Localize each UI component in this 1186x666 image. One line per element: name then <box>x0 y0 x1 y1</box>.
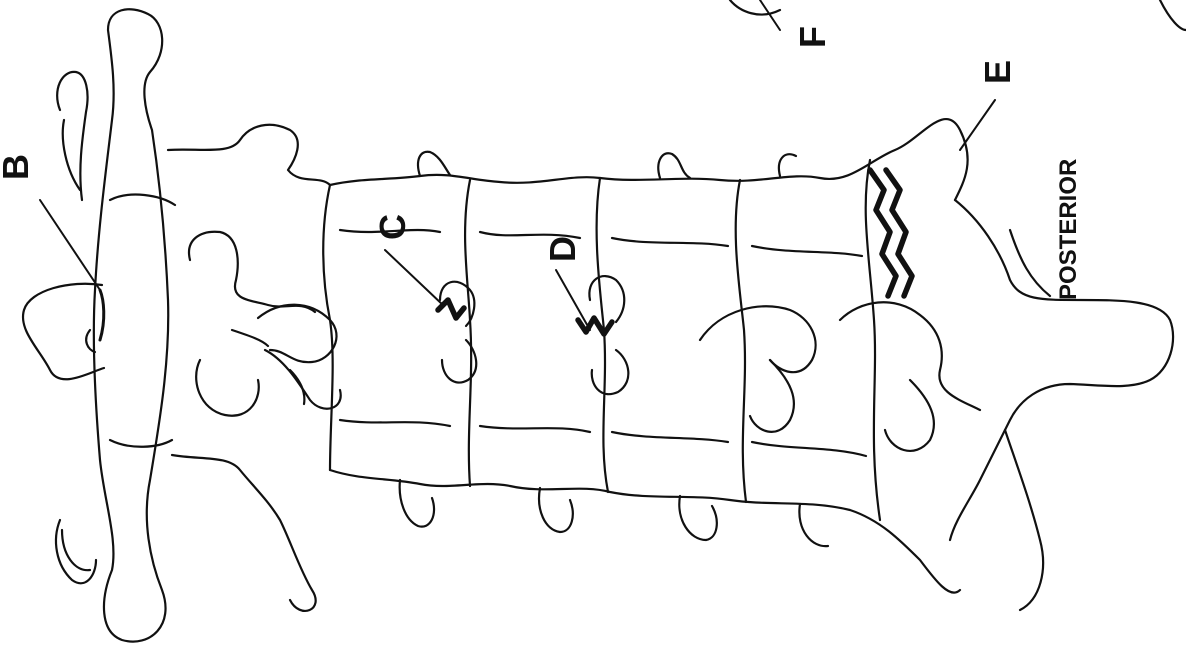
fracture-lines <box>98 167 915 342</box>
fracture-d <box>575 315 615 337</box>
fracture-b <box>98 288 106 342</box>
fracture-e-2 <box>883 167 915 299</box>
label-e: E <box>977 60 1018 84</box>
label-c: C <box>372 214 413 240</box>
partial-shape-f <box>728 0 782 16</box>
leader-f <box>759 0 781 31</box>
label-posterior: POSTERIOR <box>1055 159 1082 300</box>
leader-c <box>384 249 445 307</box>
label-d: D <box>542 236 583 262</box>
label-b: B <box>0 154 36 180</box>
leader-b <box>39 199 101 291</box>
axis-vertebra <box>166 123 342 612</box>
leader-e <box>959 99 996 151</box>
vertebral-column <box>322 117 969 594</box>
leader-d <box>555 269 591 331</box>
label-f: F <box>792 26 833 48</box>
labels: B C D E F POSTERIOR <box>0 26 1082 300</box>
fracture-e <box>867 167 899 299</box>
spinous-processes <box>438 198 1175 612</box>
partial-shape-right <box>1158 0 1186 32</box>
atlas-vertebra <box>21 8 177 643</box>
leader-lines <box>39 0 996 331</box>
